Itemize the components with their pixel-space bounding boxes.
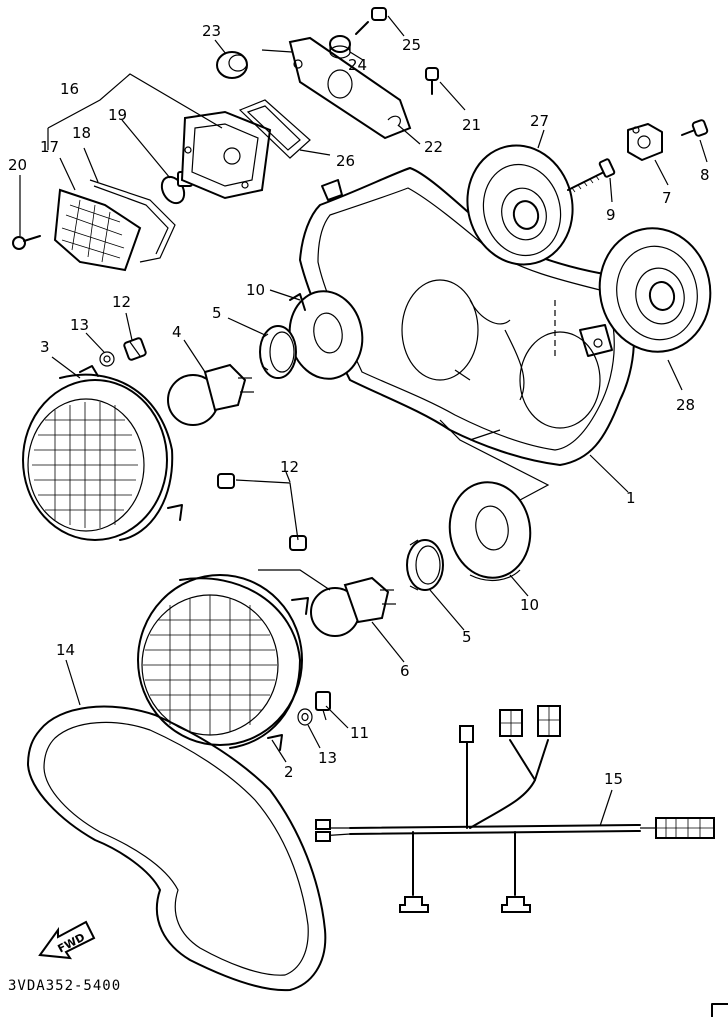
spring-nut: [123, 337, 147, 361]
callout-15: 15: [604, 770, 623, 788]
wire-harness: [315, 705, 715, 913]
cover-upper: [466, 144, 574, 266]
screw-lens: [12, 235, 41, 250]
callout-22: 22: [424, 138, 443, 156]
callout-16: 16: [60, 80, 79, 98]
cover-right: [598, 227, 712, 353]
callout-20: 20: [8, 156, 27, 174]
callout-12a: 12: [112, 293, 131, 311]
bolt: [425, 67, 439, 95]
lens: [53, 188, 142, 272]
callout-12b: 12: [280, 458, 299, 476]
callout-23: 23: [202, 22, 221, 40]
gasket: [89, 179, 176, 263]
clamp: [627, 123, 663, 161]
callout-17: 17: [40, 138, 59, 156]
callout-25: 25: [402, 36, 421, 54]
grommet: [216, 51, 248, 79]
headlight-unit-upper: [22, 365, 183, 541]
callout-26: 26: [336, 152, 355, 170]
callout-5b: 5: [462, 628, 472, 646]
bulb-socket-lower: [406, 539, 444, 591]
callout-5a: 5: [212, 304, 222, 322]
adjusting-screw: [567, 158, 616, 193]
bracket-plate: [288, 36, 412, 140]
bulb-cover: [288, 290, 364, 380]
callout-10a: 10: [246, 281, 265, 299]
callout-7: 7: [662, 189, 672, 207]
callout-13b: 13: [318, 749, 337, 767]
callout-9: 9: [606, 206, 616, 224]
leader-lines: [19, 15, 708, 827]
callout-2: 2: [284, 763, 294, 781]
corner-mark: [711, 1003, 728, 1017]
bulb-lower: [310, 576, 396, 637]
callout-6: 6: [400, 662, 410, 680]
gasket-small: [238, 99, 311, 159]
fwd-arrow-icon: FWD: [38, 920, 96, 960]
callout-4: 4: [172, 323, 182, 341]
callout-27: 27: [530, 112, 549, 130]
callout-13a: 13: [70, 316, 89, 334]
headlight-unit-lower: [137, 574, 309, 751]
callout-21: 21: [462, 116, 481, 134]
callouts: 23 25 24 16 19 21 27 18 17 22 26 20 8 7 …: [8, 22, 710, 788]
callout-28: 28: [676, 396, 695, 414]
adjuster-bolt: [315, 691, 331, 721]
washer: [99, 351, 115, 367]
washer-lower: [297, 708, 313, 726]
bulb-upper: [167, 363, 254, 426]
callout-3: 3: [40, 338, 50, 356]
lamp-assembly: [180, 110, 272, 200]
callout-1: 1: [626, 489, 636, 507]
callout-10b: 10: [520, 596, 539, 614]
callout-19: 19: [108, 106, 127, 124]
spring-nut-lower: [217, 473, 307, 551]
bulb-cover-lower: [448, 481, 532, 582]
callout-8: 8: [700, 166, 710, 184]
headlight-bezel: [27, 705, 327, 992]
reference-code: 3VDA352-5400: [8, 978, 121, 994]
callout-11: 11: [350, 724, 369, 742]
callout-18: 18: [72, 124, 91, 142]
callout-14: 14: [56, 641, 75, 659]
screw: [681, 119, 709, 137]
bulb-socket: [259, 325, 297, 379]
bolt-top: [355, 7, 387, 35]
callout-24: 24: [348, 56, 367, 74]
